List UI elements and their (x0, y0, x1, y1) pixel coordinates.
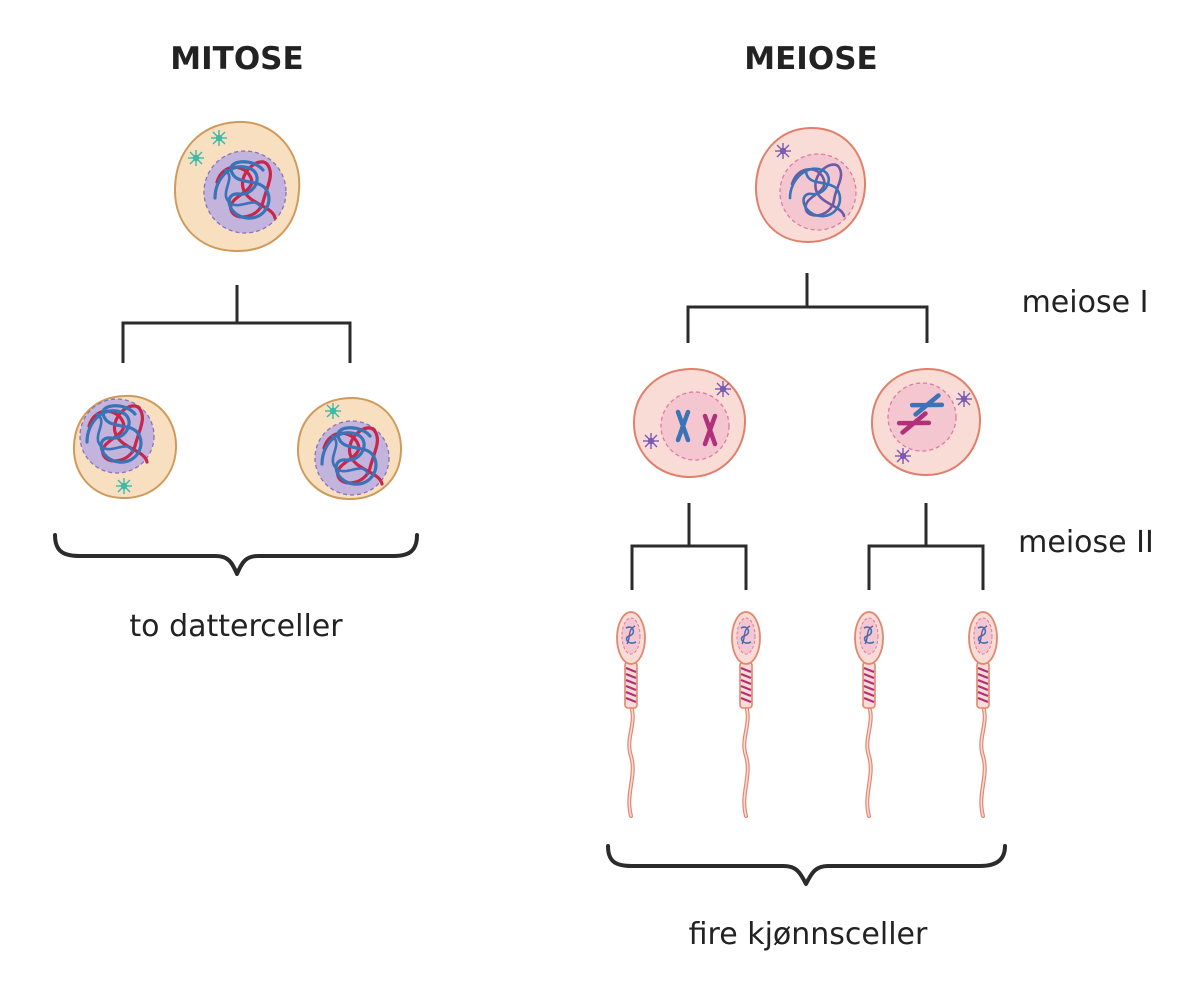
meiosis-i-label: meiose I (1022, 285, 1149, 320)
gamete-cell-4 (967, 610, 999, 818)
mitosis-title: MITOSE (170, 41, 303, 77)
meiosis-ii-bracket-right (867, 503, 985, 590)
meiosis-result-brace (606, 844, 1007, 886)
meiosis-ii-bracket-left (630, 503, 748, 590)
meiosis-parent-cell (754, 126, 867, 244)
gamete-cell-3 (853, 610, 885, 818)
meiosis-i-cell-right (870, 367, 982, 477)
meiosis-result-label: fire kjønnsceller (689, 917, 928, 952)
gamete-cell-2 (730, 610, 762, 818)
mitosis-division-bracket (121, 285, 352, 363)
meiosis-i-bracket (686, 273, 929, 343)
meiosis-i-cell-left (632, 367, 747, 479)
meiosis-title: MEIOSE (744, 41, 877, 77)
mitosis-result-brace (53, 533, 419, 576)
meiosis-ii-label: meiose II (1018, 525, 1154, 560)
mitosis-daughter-cell-right (296, 396, 403, 501)
mitosis-daughter-cell-left (72, 394, 178, 500)
gamete-cell-1 (615, 610, 647, 818)
mitosis-result-label: to datterceller (129, 609, 343, 644)
mitosis-parent-cell (173, 120, 301, 253)
